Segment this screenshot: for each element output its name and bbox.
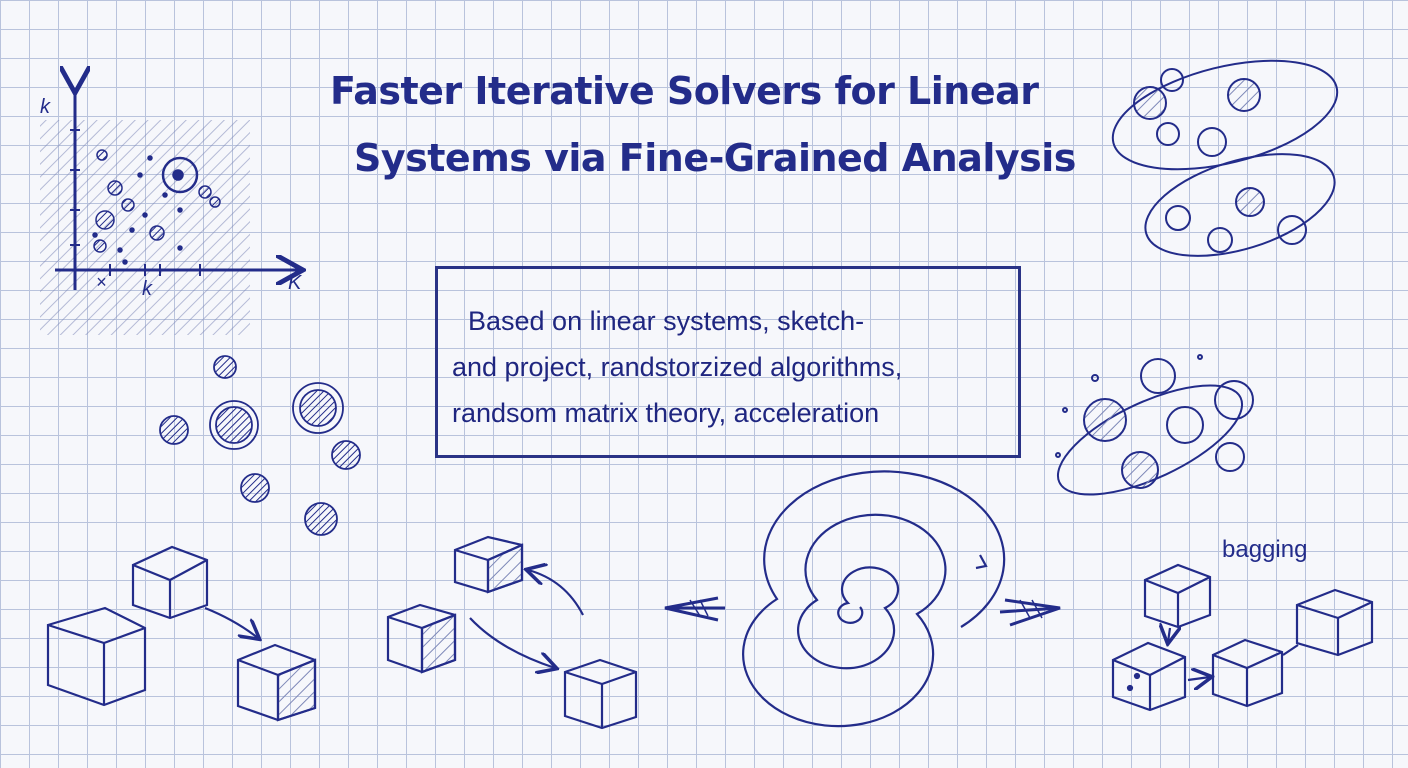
summary-line-2: and project, randstorzized algorithms,	[452, 352, 903, 382]
summary-box	[435, 266, 1021, 458]
summary-line-1: Based on linear systems, sketch-	[468, 306, 865, 336]
cubes-bottom-center	[386, 535, 638, 730]
spiral-sketch	[664, 470, 1061, 728]
scatter-x-tick-label-2: k	[142, 278, 152, 300]
scatter-plot-sketch	[40, 90, 300, 335]
scatter-y-axis-label: k	[40, 96, 50, 118]
page-title: Faster Iterative Solvers for Linear Syst…	[330, 58, 1120, 191]
scatter-highlight-circle	[161, 156, 199, 194]
ellipse-clusters-top	[1111, 59, 1339, 257]
title-line-1: Faster Iterative Solvers for Linear	[330, 69, 1039, 113]
summary-line-3: randsom matrix theory, acceleration	[452, 398, 880, 428]
scatter-points	[92, 149, 221, 265]
scatter-hatched-region	[40, 120, 250, 335]
bagging-cubes	[1111, 563, 1374, 712]
title-line-2: Systems via Fine-Grained Analysis	[354, 135, 1076, 180]
ellipse-cluster-right	[1055, 354, 1254, 496]
cubes-bottom-left	[46, 545, 317, 722]
scatter-x-tick-label-1: ×	[96, 272, 107, 292]
summary-text: Based on linear systems, sketch- and pro…	[452, 298, 1012, 436]
dot-cloud-left	[159, 355, 361, 536]
bagging-label: bagging	[1222, 536, 1308, 563]
scatter-x-axis-label: K	[288, 272, 302, 294]
